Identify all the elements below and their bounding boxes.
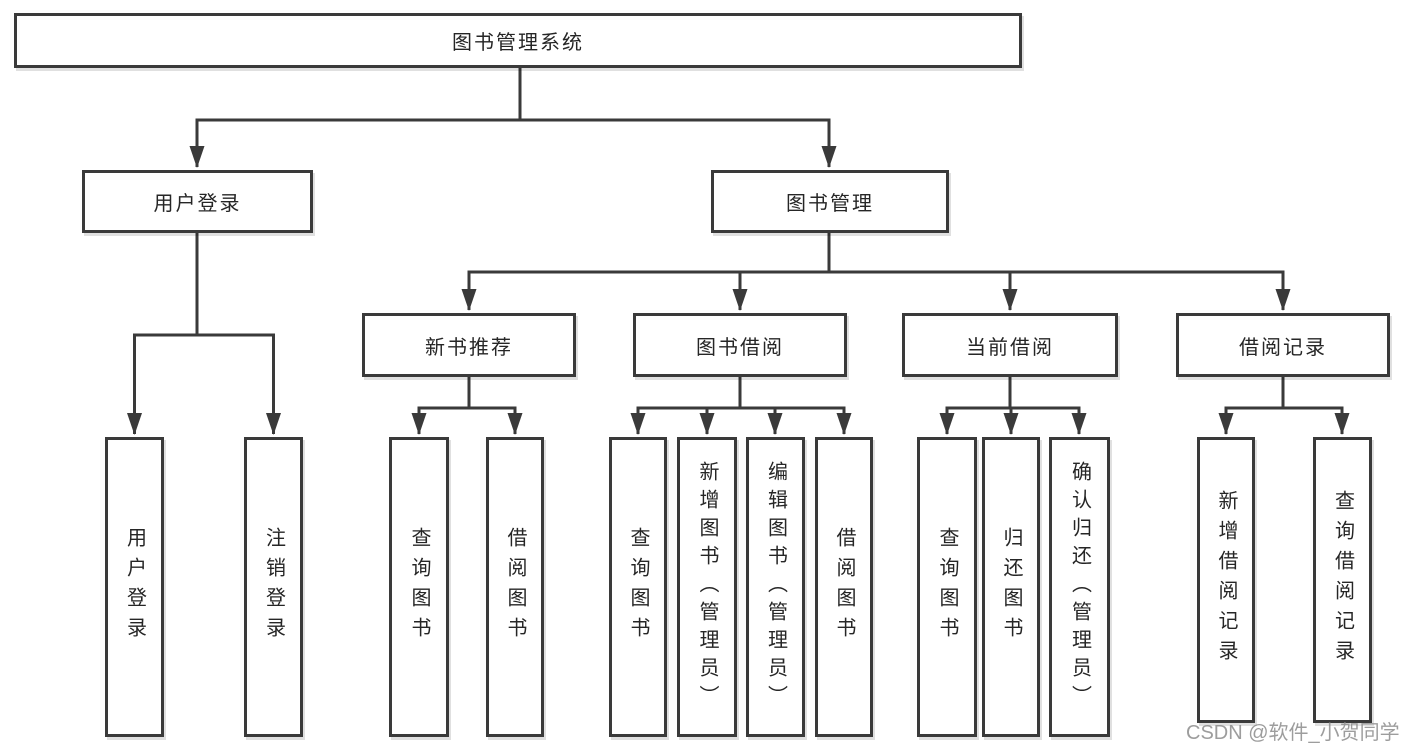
node-user-login: 用户登录: [82, 170, 313, 233]
leaf-logout: 注销登录: [244, 437, 303, 737]
leaf-confirm-return-admin: 确认归还（管理员）: [1049, 437, 1110, 737]
csdn-watermark: CSDN @软件_小贺同学: [1186, 722, 1400, 744]
leaf-borrow-books: 借阅图书: [815, 437, 873, 737]
node-current-borrow: 当前借阅: [902, 313, 1118, 377]
leaf-user-login: 用户登录: [105, 437, 164, 737]
node-library-system: 图书管理系统: [14, 13, 1022, 68]
leaf-add-borrow-record: 新增借阅记录: [1197, 437, 1255, 723]
node-borrow-records: 借阅记录: [1176, 313, 1390, 377]
leaf-query-books-recommend: 查询图书: [389, 437, 449, 737]
leaf-query-borrow-record: 查询借阅记录: [1313, 437, 1372, 723]
leaf-add-book-admin: 新增图书（管理员）: [677, 437, 737, 737]
node-new-book-recommend: 新书推荐: [362, 313, 576, 377]
node-book-borrow: 图书借阅: [633, 313, 847, 377]
leaf-query-books-current: 查询图书: [917, 437, 977, 737]
leaf-borrow-books-recommend: 借阅图书: [486, 437, 544, 737]
leaf-return-book: 归还图书: [982, 437, 1040, 737]
leaf-edit-book-admin: 编辑图书（管理员）: [746, 437, 805, 737]
node-book-management: 图书管理: [711, 170, 949, 233]
leaf-query-books-borrow: 查询图书: [609, 437, 667, 737]
